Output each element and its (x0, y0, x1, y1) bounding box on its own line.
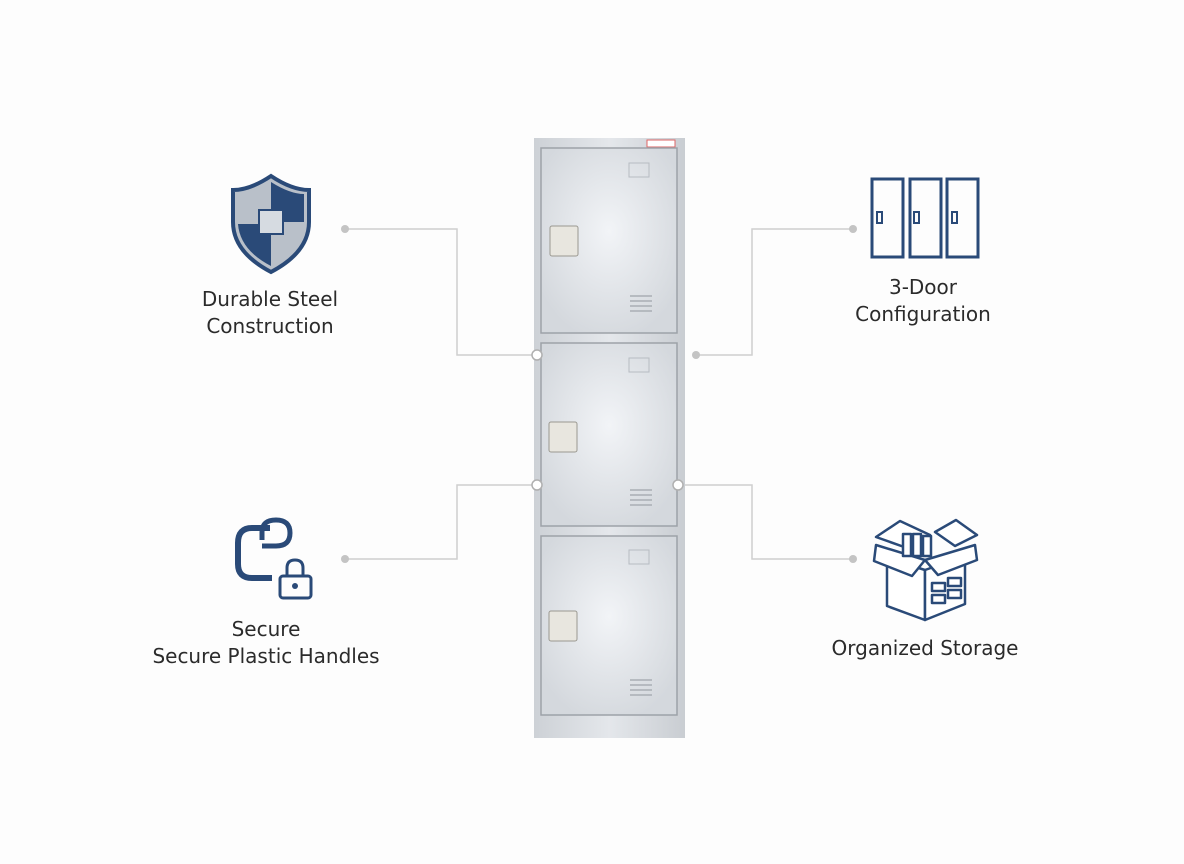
locker-handle (548, 225, 579, 642)
feature-organized-storage: Organized Storage (775, 635, 1075, 662)
feature-subtitle: Construction (206, 314, 334, 338)
feature-durable-steel: Durable Steel Construction (120, 286, 420, 340)
feature-subtitle: Secure Plastic Handles (152, 644, 380, 668)
connector-3door (696, 228, 853, 356)
feature-title: Organized Storage (831, 636, 1019, 660)
feature-subtitle: Configuration (855, 302, 991, 326)
feature-secure-handles: Secure Secure Plastic Handles (116, 616, 416, 670)
connector-storage (678, 484, 853, 560)
feature-title: Durable Steel (201, 287, 339, 311)
connector-durable (345, 228, 537, 356)
feature-title: 3-Door (888, 275, 958, 299)
feature-title: Secure (231, 617, 301, 641)
feature-3-door: 3-Door Configuration (773, 274, 1073, 328)
connector-secure (345, 484, 537, 560)
